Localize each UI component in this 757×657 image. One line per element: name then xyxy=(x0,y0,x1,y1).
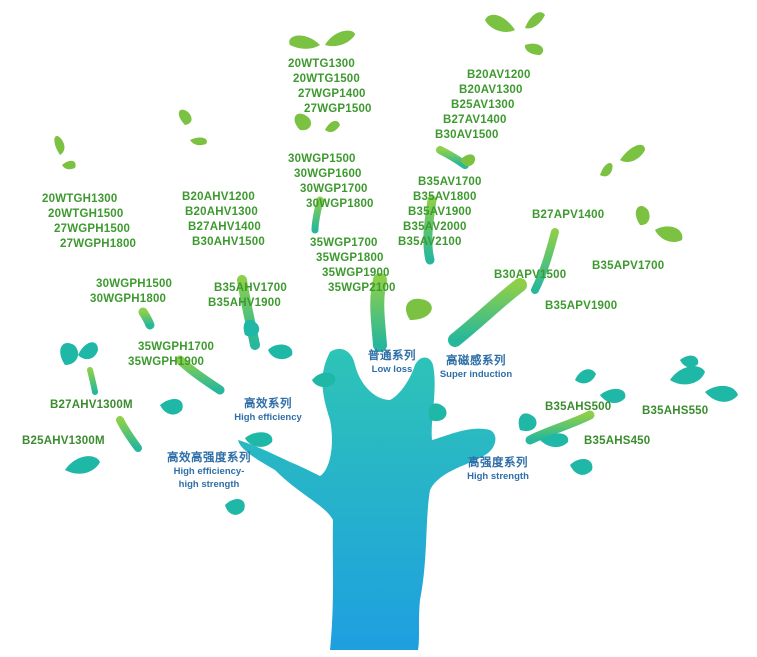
grade-label: B35AV1700 xyxy=(418,176,482,188)
grade-label: B25AV1300 xyxy=(451,99,515,111)
grade-list-wgph: 30WGPH1500 30WGPH1800 xyxy=(90,277,172,307)
series-label-high-strength: 高强度系列 High strength xyxy=(460,457,536,483)
grade-label: 35WGP1800 xyxy=(316,252,384,264)
grade-list-ahv-b25m: B25AHV1300M xyxy=(22,434,105,449)
grade-label: B20AV1300 xyxy=(459,84,523,96)
grade-label: 35WGP1700 xyxy=(310,237,378,249)
series-cn: 高效高强度系列 xyxy=(167,452,251,464)
grade-label: B27APV1400 xyxy=(532,209,605,221)
grade-list-apv-b35-1900: B35APV1900 xyxy=(545,299,617,314)
series-en: High efficiency- xyxy=(173,466,245,477)
grade-list-ahv-b35: B35AHV1700 B35AHV1900 xyxy=(208,281,287,311)
grade-label: B27AHV1300M xyxy=(50,399,133,411)
grade-label: 20WTG1300 xyxy=(288,58,355,70)
leaves-teal xyxy=(60,319,738,515)
grade-label: B35AHS450 xyxy=(584,435,651,447)
grade-list-ahs450: B35AHS450 xyxy=(584,434,650,449)
grade-list-wgp30: 30WGP1500 30WGP1600 30WGP1700 30WGP1800 xyxy=(288,152,374,212)
grade-list-ahs550: B35AHS550 xyxy=(642,404,708,419)
grade-label: B20AV1200 xyxy=(467,69,531,81)
series-cn: 高效系列 xyxy=(244,398,292,410)
grade-label: 30WGPH1500 xyxy=(96,278,173,290)
series-en: High strength xyxy=(467,471,529,482)
grade-list-wtgh: 20WTGH1300 20WTGH1500 27WGPH1500 27WGPH1… xyxy=(42,192,136,252)
grade-label: 27WGPH1500 xyxy=(54,223,131,235)
grade-label: B27AHV1400 xyxy=(188,221,261,233)
grade-list-apv-b27: B27APV1400 xyxy=(532,208,604,223)
grade-label: 20WTGH1500 xyxy=(48,208,124,220)
series-en: Low loss xyxy=(371,364,413,375)
grade-label: B35AHS500 xyxy=(545,401,612,413)
series-label-super-induction: 高磁感系列 Super induction xyxy=(430,355,522,381)
series-label-high-efficiency-strength: 高效高强度系列 High efficiency- high strength xyxy=(165,452,253,491)
grade-label: B35AHV1700 xyxy=(214,282,287,294)
series-label-high-efficiency: 高效系列 High efficiency xyxy=(228,398,308,424)
grade-label: B20AHV1200 xyxy=(182,191,255,203)
grade-list-av-b35: B35AV1700 B35AV1800 B35AV1900 B35AV2000 … xyxy=(398,175,482,250)
grade-list-av-b20: B20AV1200 B20AV1300 B25AV1300 B27AV1400 … xyxy=(435,68,531,143)
grade-label: 27WGP1400 xyxy=(298,88,366,100)
grade-label: 20WTGH1300 xyxy=(42,193,118,205)
grade-label: 30WGPH1800 xyxy=(90,293,167,305)
grade-label: B35AV2100 xyxy=(398,236,462,248)
trunk xyxy=(238,348,496,650)
grade-label: 30WGP1500 xyxy=(288,153,356,165)
grade-label: B25AHV1300M xyxy=(22,435,105,447)
grade-label: 30WGP1700 xyxy=(300,183,368,195)
branches xyxy=(87,146,595,452)
grade-label: B35APV1700 xyxy=(592,260,665,272)
grade-list-ahv-b20: B20AHV1200 B20AHV1300 B27AHV1400 B30AHV1… xyxy=(182,190,265,250)
grade-label: 30WGP1800 xyxy=(306,198,374,210)
grade-label: B30AV1500 xyxy=(435,129,499,141)
grade-list-wtg: 20WTG1300 20WTG1500 27WGP1400 27WGP1500 xyxy=(288,57,372,117)
series-en: high strength xyxy=(178,479,240,490)
grade-label: 30WGP1600 xyxy=(294,168,362,180)
grade-label: B35AHS550 xyxy=(642,405,709,417)
grade-list-ahv-b27m: B27AHV1300M xyxy=(50,398,133,413)
grade-label: B35AHV1900 xyxy=(208,297,281,309)
series-cn: 高磁感系列 xyxy=(446,355,506,367)
series-en: Super induction xyxy=(439,369,513,380)
grade-label: B27AV1400 xyxy=(443,114,507,126)
grade-label: 35WGPH1900 xyxy=(128,356,205,368)
grade-label: 35WGP1900 xyxy=(322,267,390,279)
grade-label: B35AV1800 xyxy=(413,191,477,203)
grade-label: 27WGP1500 xyxy=(304,103,372,115)
series-cn: 普通系列 xyxy=(368,350,416,362)
grade-label: B35AV2000 xyxy=(403,221,467,233)
grade-label: B20AHV1300 xyxy=(185,206,258,218)
series-cn: 高强度系列 xyxy=(468,457,528,469)
grade-list-apv-b30: B30APV1500 xyxy=(494,268,566,283)
grade-label: B35AV1900 xyxy=(408,206,472,218)
grade-label: 27WGPH1800 xyxy=(60,238,137,250)
grade-label: 35WGP2100 xyxy=(328,282,396,294)
grade-list-ahs500: B35AHS500 xyxy=(545,400,611,415)
grade-label: 20WTG1500 xyxy=(293,73,360,85)
grade-label: 35WGPH1700 xyxy=(138,341,215,353)
grade-list-apv-b35-1700: B35APV1700 xyxy=(592,259,664,274)
leaves-green xyxy=(54,12,683,320)
grade-list-wgph35: 35WGPH1700 35WGPH1900 xyxy=(128,340,214,370)
series-label-low-loss: 普通系列 Low loss xyxy=(362,350,422,376)
grade-list-wgp35: 35WGP1700 35WGP1800 35WGP1900 35WGP2100 xyxy=(310,236,396,296)
grade-label: B30APV1500 xyxy=(494,269,567,281)
series-en: High efficiency xyxy=(234,412,302,423)
grade-label: B30AHV1500 xyxy=(192,236,265,248)
grade-label: B35APV1900 xyxy=(545,300,618,312)
